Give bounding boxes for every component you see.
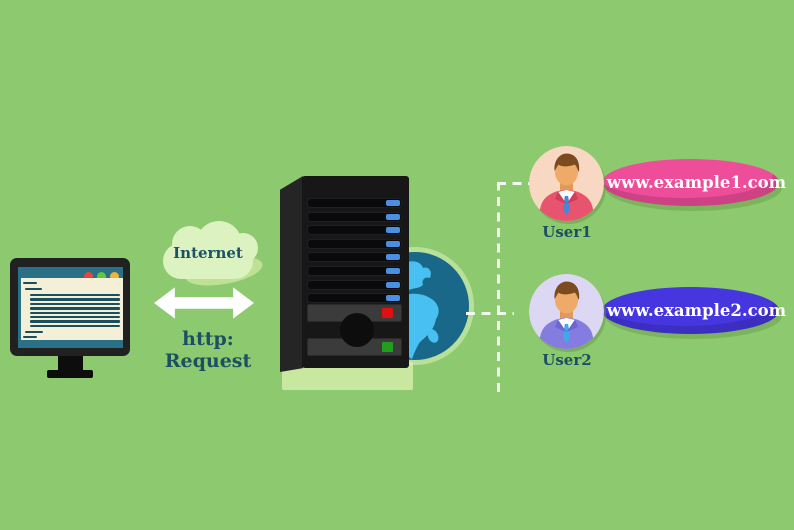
- user1-avatar: [529, 146, 604, 221]
- text-line: [30, 311, 120, 314]
- slot-activity-tab: [386, 213, 400, 220]
- text-line: [30, 294, 120, 297]
- slot-activity-tab: [386, 281, 400, 288]
- text-line: [30, 320, 120, 323]
- server-slot: [307, 238, 402, 249]
- user1-label: User1: [542, 223, 592, 241]
- slot-activity-tab: [386, 295, 400, 302]
- window-button-green-icon: [97, 272, 106, 281]
- internet-cloud-icon: [163, 243, 253, 279]
- domain-bubble-user1: www.example1.com: [602, 159, 786, 206]
- text-line: [30, 324, 120, 328]
- server-slot: [307, 198, 402, 208]
- text-line: [25, 287, 42, 290]
- slot-activity-tab: [386, 267, 400, 274]
- monitor-stand-base: [47, 370, 93, 378]
- domain-text: www.example2.com: [606, 301, 787, 320]
- server-slots: [307, 198, 402, 317]
- window-button-yellow-icon: [110, 272, 119, 281]
- status-led-green: [382, 342, 393, 352]
- server-slot: [307, 265, 402, 276]
- slot-activity-tab: [386, 200, 400, 206]
- server-slot: [307, 211, 402, 222]
- domain-text: www.example1.com: [606, 173, 787, 192]
- browser-page-content: [21, 278, 123, 340]
- text-line: [30, 316, 120, 319]
- server-slot: [307, 279, 402, 290]
- window-button-red-icon: [84, 272, 93, 281]
- slot-activity-tab: [386, 227, 400, 234]
- user2-avatar: [529, 274, 604, 349]
- server-side-panel: [280, 176, 303, 372]
- text-line: [30, 302, 120, 306]
- text-line: [23, 282, 37, 285]
- user2-label: User2: [542, 351, 592, 369]
- server-slot: [307, 225, 402, 236]
- server-slot: [307, 293, 402, 304]
- internet-label: Internet: [173, 244, 243, 262]
- server-power-knob: [340, 313, 374, 347]
- status-led-red: [382, 308, 393, 318]
- server-slot: [307, 252, 402, 263]
- text-line: [30, 298, 120, 301]
- slot-activity-tab: [386, 240, 400, 247]
- domain-bubble-user2: www.example2.com: [602, 287, 786, 334]
- http-request-label: http: Request: [164, 328, 252, 372]
- text-line: [23, 335, 37, 338]
- bidirectional-arrow-icon: [153, 284, 255, 322]
- server-tower: [302, 176, 409, 368]
- slot-activity-tab: [386, 254, 400, 261]
- text-line: [25, 330, 43, 333]
- text-line: [30, 307, 120, 310]
